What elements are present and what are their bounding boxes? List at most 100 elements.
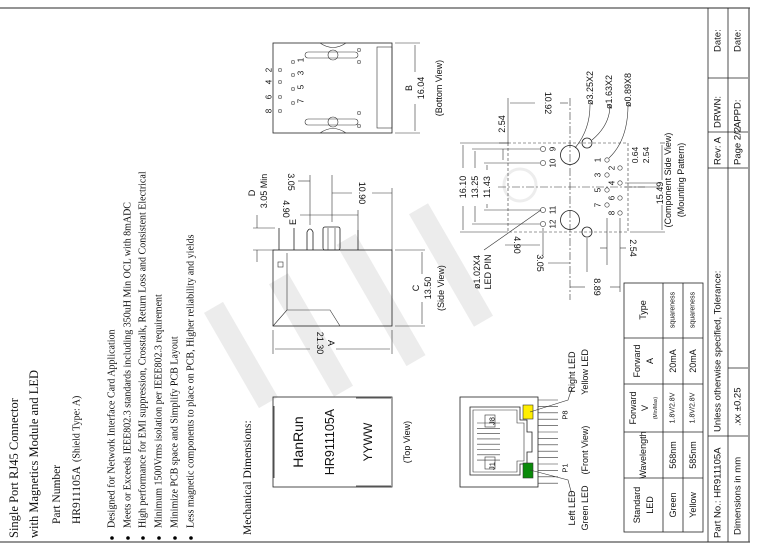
shield-type: (Shield Type: A) — [72, 396, 83, 462]
dimension-letter-b: B — [404, 85, 414, 91]
feature-item: Less magnetic components to place on PCB… — [186, 234, 197, 528]
title-block — [707, 8, 748, 542]
side-view-caption: (Side View) — [436, 265, 446, 311]
pin-label: 6 — [608, 195, 617, 200]
pin-hole — [617, 165, 623, 171]
pin-p8-label: P8 — [561, 410, 570, 419]
page-frame — [0, 7, 750, 543]
shield-pad — [357, 60, 361, 64]
dimension-letter-e: E — [288, 219, 298, 225]
pin-label: 7 — [594, 202, 603, 207]
pin-pad — [278, 80, 282, 84]
left-led-label: Left LED — [567, 490, 577, 526]
pin-pad — [291, 87, 295, 91]
dimension-3-05: 3.05 — [286, 173, 296, 191]
pin-label: 6 — [265, 94, 274, 99]
title-line-1: Single Port RJ45 Connector — [7, 397, 21, 538]
part-number: HR911105A — [71, 465, 83, 524]
dimension-2-54-bottom: 2.54 — [628, 239, 638, 257]
pin-label: 2 — [265, 67, 274, 72]
date-field-1: Date: — [713, 29, 724, 52]
dimension-b-value: 16.04 — [416, 77, 426, 100]
pin-label: 5 — [594, 187, 603, 192]
pin-label: 4 — [265, 79, 274, 84]
part-number-label: Part Number — [51, 465, 63, 524]
table-header-cell: Type — [638, 300, 648, 320]
revision-field: Rev: A — [713, 136, 724, 165]
led-pin-label: 11 — [549, 205, 558, 214]
pin-j1-label: J1 — [488, 462, 497, 470]
bullet-icon — [110, 536, 114, 540]
units-field: Dimensions in mm — [733, 457, 744, 535]
bottom-view-caption: (Bottom View) — [434, 60, 444, 116]
pin-label: 8 — [608, 210, 617, 215]
feature-item: Meets or Exceeds IEEE802.3 standards inc… — [123, 202, 134, 528]
dimension-0-64: 0.64 — [630, 146, 640, 163]
feature-bullets — [110, 536, 193, 540]
pin-hole — [617, 210, 623, 216]
pin-hole — [604, 172, 610, 178]
dimension-16-10: 16.10 — [458, 176, 468, 199]
pin-label: 5 — [297, 84, 306, 89]
table-cell: 20mA — [668, 349, 678, 373]
pin-hole — [604, 202, 610, 208]
top-view-drawing — [272, 396, 393, 488]
bottom-view-drawing — [272, 42, 420, 134]
dimension-d-value: 3.05 Min — [259, 174, 269, 209]
table-cell: 1.8V/2.8V — [670, 392, 677, 423]
dimension-10-92: 10.92 — [543, 92, 553, 115]
table-header-cell: (Min/Max) — [653, 397, 659, 420]
pin-label: 4 — [608, 180, 617, 185]
dimension-letter-a: A — [326, 340, 336, 346]
pin-pad — [278, 109, 282, 113]
pin-label: 3 — [297, 70, 306, 75]
mounting-pattern-caption: (Mounting Pattern) — [676, 143, 686, 218]
led-pin-hole — [540, 221, 546, 227]
pin-label: 8 — [265, 108, 274, 113]
led-pin-diameter: ø1.02X4 — [472, 255, 482, 289]
table-header-cell: LED — [645, 496, 655, 514]
top-view-part-number: HR911105A — [323, 408, 337, 475]
dimension-2-54-right: 2.54 — [641, 146, 651, 163]
bullet-icon — [141, 536, 145, 540]
side-view-drawing — [253, 175, 425, 354]
mechanical-dimensions-heading: Mechanical Dimensions: — [242, 420, 254, 535]
drawn-by-field: DRWN: — [713, 96, 724, 128]
table-cell: squareness — [670, 291, 677, 328]
pin-hole — [617, 195, 623, 201]
pin-hole — [604, 187, 610, 193]
hole-1-63-label: ø1.63X2 — [604, 75, 614, 109]
dimension-letter-c: C — [411, 284, 421, 291]
top-view-caption: (Top View) — [402, 421, 412, 463]
dimension-11-43: 11.43 — [482, 176, 492, 198]
front-view-drawing — [459, 387, 573, 496]
pin-pad — [278, 68, 282, 72]
table-header-cell: Standard — [632, 487, 642, 524]
led-spec-table — [623, 282, 704, 533]
pin-label: 1 — [297, 57, 306, 62]
led-pin-hole — [540, 146, 546, 152]
pin-label: 2 — [608, 165, 617, 170]
pin-p1-label: P1 — [561, 463, 570, 472]
tolerance-value: .xx ±0.25 — [733, 388, 744, 426]
led-pin-label: 9 — [549, 146, 558, 151]
dimension-e-value: 4.90 — [281, 200, 291, 218]
table-cell: 1.8V/2.8V — [690, 392, 697, 423]
shield-pad — [357, 48, 361, 52]
dimension-letter-d: D — [247, 189, 257, 196]
right-led-label: Right LED — [567, 351, 577, 393]
feature-item: Designed for Network Interface Card Appl… — [107, 329, 118, 528]
pin-hole — [604, 157, 610, 163]
led-pin-hole — [540, 207, 546, 213]
table-cell: 568nm — [668, 441, 678, 469]
yellow-led-label: Yellow LED — [580, 349, 590, 395]
part-no-field: Part No.: HR911105A — [713, 447, 724, 538]
dimension-4-90: 4.90 — [512, 236, 522, 254]
pin-pad — [291, 60, 295, 64]
pin-label: 7 — [297, 98, 306, 103]
hole-3-25-label: ø3.25X2 — [585, 71, 595, 105]
pin-hole — [617, 180, 623, 186]
pin-label: 1 — [594, 157, 603, 162]
dimension-3-05: 3.05 — [535, 254, 545, 272]
